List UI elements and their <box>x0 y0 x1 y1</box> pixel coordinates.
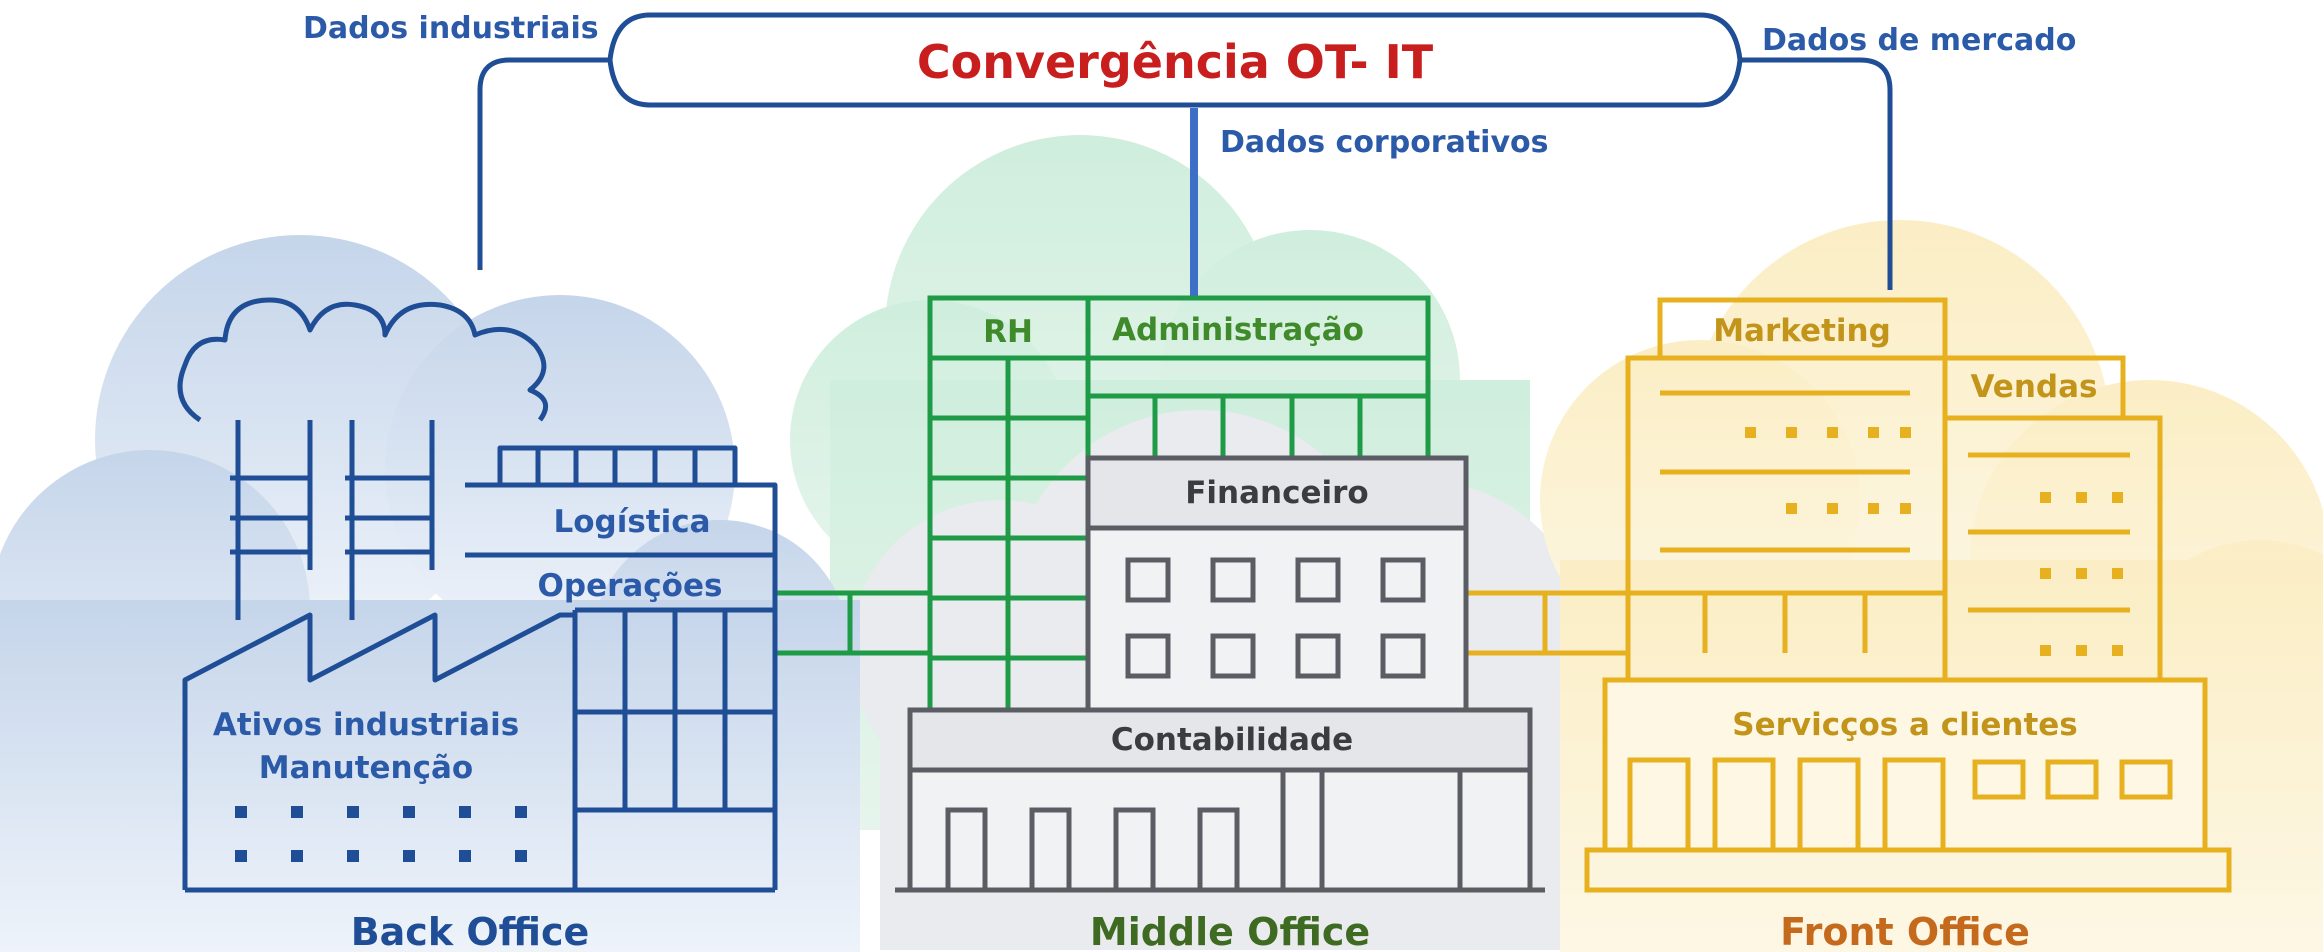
accounting-label: Contabilidade <box>1111 722 1353 758</box>
back-office-title: Back Office <box>351 910 590 952</box>
market-data-label: Dados de mercado <box>1762 23 2076 58</box>
convergence-title: Convergência OT- IT <box>917 35 1434 89</box>
marketing-label: Marketing <box>1713 313 1891 349</box>
front-office-window-dots <box>1745 427 2123 656</box>
hr-label: RH <box>983 314 1033 350</box>
smoke-icon <box>177 297 549 423</box>
middle-office-title: Middle Office <box>1090 910 1370 952</box>
front-office-title: Front Office <box>1780 910 2030 952</box>
convergence-connectors <box>477 57 1893 290</box>
operations-label: Operações <box>538 568 723 604</box>
convergence-box <box>607 12 1743 108</box>
hr-admin-building <box>927 295 1431 708</box>
finance-building <box>1085 455 1469 713</box>
front-office-building <box>1584 297 2232 893</box>
administration-label: Administração <box>1112 312 1364 348</box>
blue-cloud <box>0 235 860 952</box>
accounting-building <box>895 707 1545 893</box>
industrial-data-label: Dados industriais <box>303 11 599 46</box>
back-middle-connector <box>775 590 930 656</box>
factory-building <box>177 297 778 893</box>
corporate-data-label: Dados corporativos <box>1220 125 1549 160</box>
factory-windows-dots <box>235 806 527 862</box>
customer-services-label: Servicços a clientes <box>1732 707 2078 743</box>
logistics-label: Logística <box>553 504 710 540</box>
industrial-assets-label: Ativos industriais <box>213 707 519 743</box>
middle-front-connector <box>1468 590 1630 656</box>
sales-label: Vendas <box>1971 369 2098 405</box>
finance-label: Financeiro <box>1185 475 1368 511</box>
maintenance-label: Manutenção <box>259 750 473 786</box>
corporate-data-link <box>1190 108 1198 298</box>
